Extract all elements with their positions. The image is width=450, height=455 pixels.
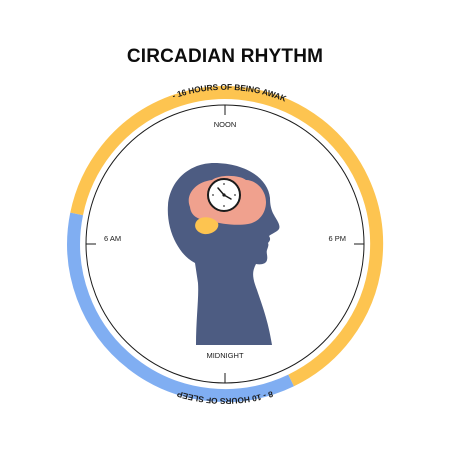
clock-icon — [207, 178, 241, 212]
cerebellum-icon — [195, 217, 219, 235]
noon-label: NOON — [214, 120, 237, 129]
sleep-arc — [67, 212, 294, 403]
awake-arc — [70, 86, 384, 387]
six-pm-label: 6 PM — [328, 234, 346, 243]
midnight-label: MIDNIGHT — [206, 351, 243, 360]
six-am-label: 6 AM — [104, 234, 121, 243]
diagram-title: CIRCADIAN RHYTHM — [126, 46, 324, 67]
